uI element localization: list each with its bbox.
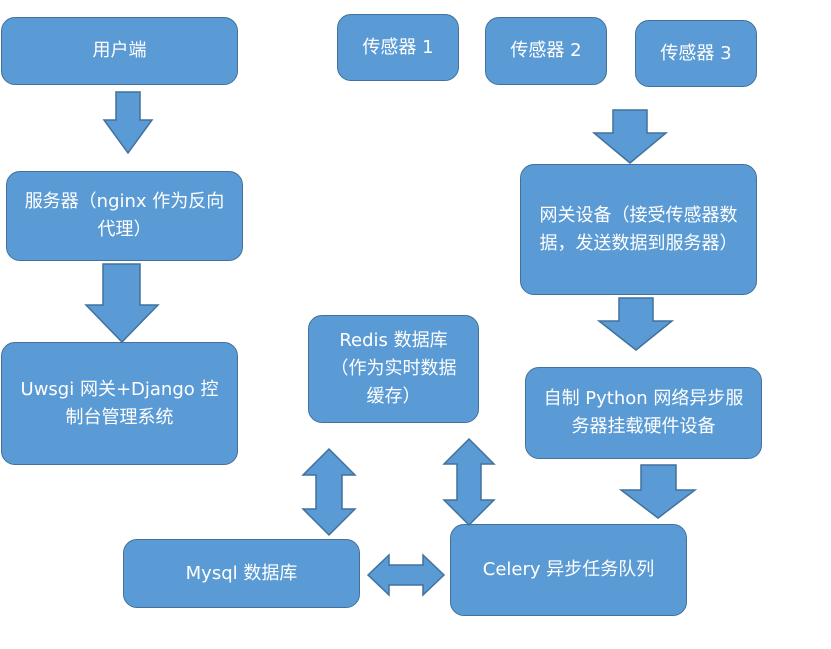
mysql-node: Mysql 数据库 xyxy=(123,539,360,608)
arrow-python-server-to-celery xyxy=(618,464,698,519)
arrow-sensors-to-gateway xyxy=(591,109,669,164)
sensor-2-node: 传感器 2 xyxy=(485,17,607,85)
python-server-label: 自制 Python 网络异步服务器挂载硬件设备 xyxy=(543,388,744,437)
redis-node: Redis 数据库（作为实时数据缓存） xyxy=(308,315,479,423)
server-label: 服务器（nginx 作为反向代理） xyxy=(24,191,225,240)
redis-label: Redis 数据库（作为实时数据缓存） xyxy=(330,330,457,407)
arrow-gateway-to-python-server xyxy=(596,297,675,351)
gateway-node: 网关设备（接受传感器数据，发送数据到服务器） xyxy=(520,164,757,295)
sensor-3-label: 传感器 3 xyxy=(660,42,732,64)
mysql-label: Mysql 数据库 xyxy=(185,562,298,584)
sensor-3-node: 传感器 3 xyxy=(635,20,757,87)
client-node: 用户端 xyxy=(1,17,238,85)
uwsgi-django-node: Uwsgi 网关+Django 控制台管理系统 xyxy=(1,342,238,465)
double-arrow-mysql-celery xyxy=(366,553,446,597)
double-arrow-mysql-redis xyxy=(301,447,357,537)
celery-node: Celery 异步任务队列 xyxy=(450,524,687,616)
sensor-2-label: 传感器 2 xyxy=(510,40,582,61)
sensor-1-label: 传感器 1 xyxy=(362,36,434,58)
python-server-node: 自制 Python 网络异步服务器挂载硬件设备 xyxy=(525,367,762,459)
uwsgi-django-label: Uwsgi 网关+Django 控制台管理系统 xyxy=(20,378,219,428)
celery-label: Celery 异步任务队列 xyxy=(482,559,655,580)
sensor-1-node: 传感器 1 xyxy=(337,14,459,81)
gateway-label: 网关设备（接受传感器数据，发送数据到服务器） xyxy=(539,204,738,254)
client-label: 用户端 xyxy=(92,40,147,61)
double-arrow-redis-celery xyxy=(442,437,496,527)
arrow-server-to-uwsgi xyxy=(84,263,160,344)
arrow-client-to-server xyxy=(102,91,154,155)
server-node: 服务器（nginx 作为反向代理） xyxy=(6,171,243,261)
